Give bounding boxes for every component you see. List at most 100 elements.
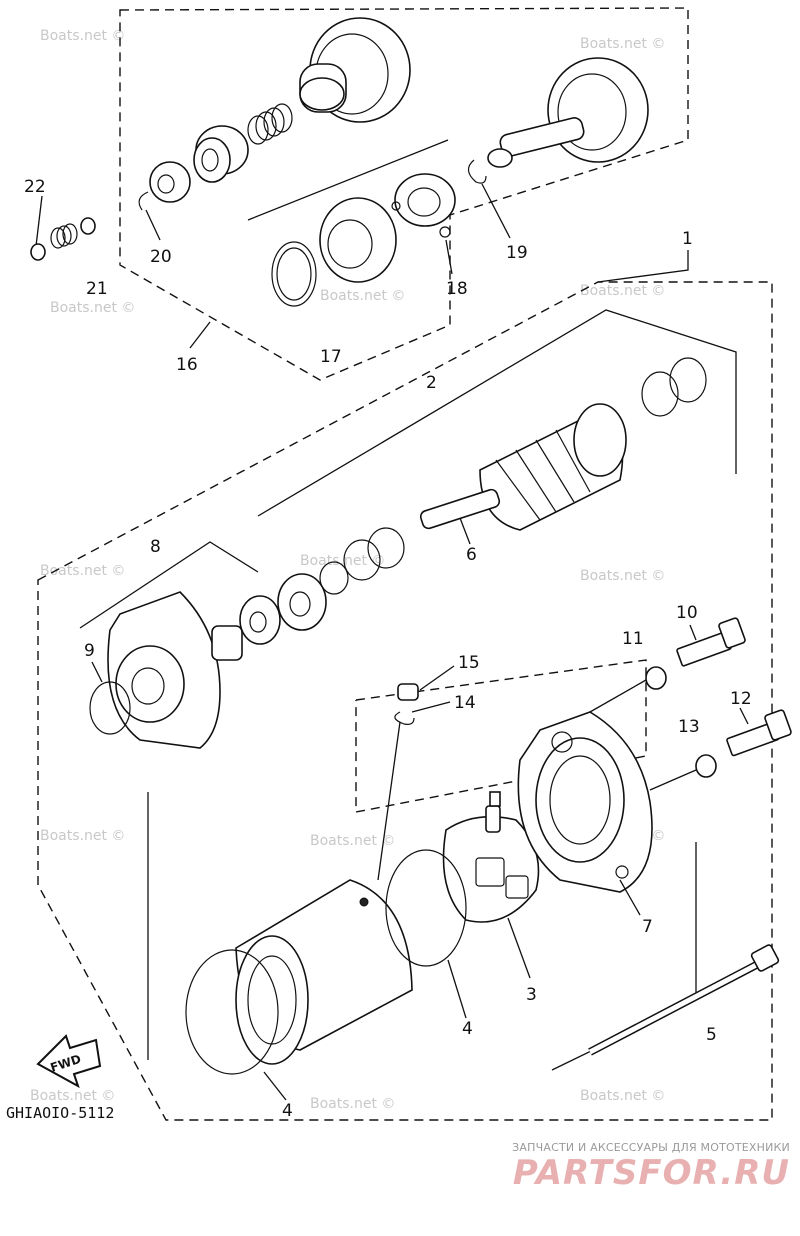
collar: [149, 161, 191, 203]
o-ring-4-front: [185, 949, 279, 1075]
shim-a: [641, 371, 679, 417]
leader-20: [145, 209, 161, 241]
planetary-gear-shaft: [487, 57, 649, 168]
o-ring-4-rear: [385, 849, 467, 967]
callout-17: 17: [320, 347, 342, 367]
bolt-12: [726, 709, 792, 757]
callout-14: 14: [454, 693, 476, 713]
brush-plate-washer: [277, 573, 327, 631]
internal-gear: [319, 197, 397, 283]
shim-b: [669, 357, 707, 403]
yoke: [235, 879, 413, 1065]
spring: [247, 103, 293, 145]
pinion-stopper: [193, 125, 249, 183]
watermark: Boats.net ©: [580, 1088, 665, 1104]
leader-11: [589, 679, 647, 713]
washer-11: [645, 666, 667, 690]
callout-4: 4: [282, 1101, 293, 1121]
callout-21: 21: [86, 279, 108, 299]
watermark: Boats.net ©: [40, 828, 125, 844]
bracket-2: [257, 309, 737, 517]
front-cover: [107, 591, 243, 749]
washer-22a: [30, 243, 46, 261]
fwd-arrow-icon: FWD: [36, 1034, 102, 1089]
leader-12: [739, 707, 749, 725]
leader-4b: [447, 959, 467, 1019]
bracket-1: [597, 250, 689, 283]
callout-7: 7: [642, 917, 653, 937]
watermark: Boats.net ©: [580, 568, 665, 584]
leader-14-label: [411, 701, 451, 713]
shim-d: [343, 539, 381, 581]
pinion-assembly: [299, 17, 411, 123]
watermark: Boats.net ©: [40, 563, 125, 579]
leader-9: [91, 661, 103, 683]
leader-7: [619, 879, 641, 916]
callout-6: 6: [466, 545, 477, 565]
through-bolt: [588, 944, 780, 1056]
rear-cover: [517, 711, 653, 893]
leader-19: [481, 183, 511, 239]
shim-e: [319, 561, 349, 595]
callout-9: 9: [84, 641, 95, 661]
bracket-8: [79, 541, 259, 629]
watermark: Boats.net ©: [50, 300, 135, 316]
leader-14: [377, 721, 401, 881]
circlip-19: [467, 159, 487, 184]
shim-c: [367, 527, 405, 569]
callout-16: 16: [176, 355, 198, 375]
callout-1: 1: [682, 229, 693, 249]
watermark: Boats.net ©: [320, 288, 405, 304]
callout-20: 20: [150, 247, 172, 267]
bracket-17: [247, 139, 449, 221]
leader-3: [507, 917, 531, 979]
callout-4: 4: [462, 1019, 473, 1039]
bolt-10: [676, 617, 746, 667]
leader-15: [419, 665, 455, 691]
brand-logo[interactable]: PARTSFOR.RU: [512, 1153, 790, 1193]
washer-13: [695, 754, 717, 778]
watermark: Boats.net ©: [40, 28, 125, 44]
callout-2: 2: [426, 373, 437, 393]
group-14-15-boundary: [355, 659, 647, 813]
callout-5: 5: [706, 1025, 717, 1045]
brand-tagline: ЗАПЧАСТИ И АКСЕССУАРЫ ДЛЯ МОТОТЕХНИКИ: [512, 1141, 790, 1154]
o-ring-9: [89, 681, 131, 735]
circlip-20: [138, 191, 149, 211]
callout-11: 11: [622, 629, 644, 649]
callout-15: 15: [458, 653, 480, 673]
armature: [419, 403, 627, 531]
clutch-plate-18: [391, 173, 456, 238]
leader-10: [689, 624, 697, 641]
watermark: Boats.net ©: [30, 1088, 115, 1104]
callout-12: 12: [730, 689, 752, 709]
brush-holder: [442, 791, 540, 923]
callout-10: 10: [676, 603, 698, 623]
washer-17: [271, 241, 317, 307]
spring-21: [50, 223, 78, 249]
leader-18: [445, 239, 453, 275]
diagram-code: GHIAOIO-5112: [6, 1104, 114, 1122]
callout-labels: 1 2 3 4 4 5 6 7 8 9 10 11 12 13 14 15 16…: [24, 177, 752, 1121]
watermark: Boats.net ©: [310, 833, 395, 849]
watermark: Boats.net ©: [580, 283, 665, 299]
watermark: Boats.net ©: [310, 1096, 395, 1112]
bearing-washer: [239, 595, 281, 645]
leader-16: [189, 321, 211, 349]
leader-6: [459, 517, 471, 545]
leader-13: [649, 769, 697, 791]
callout-13: 13: [678, 717, 700, 737]
circlip-14: [394, 711, 415, 725]
callout-8: 8: [150, 537, 161, 557]
callout-22: 22: [24, 177, 46, 197]
washer-22b: [80, 217, 96, 235]
callout-19: 19: [506, 243, 528, 263]
nut-15: [397, 683, 419, 701]
leader-4a: [263, 1071, 287, 1101]
bracket-22: [35, 195, 43, 247]
watermark: Boats.net ©: [580, 36, 665, 52]
callout-18: 18: [446, 279, 468, 299]
callout-3: 3: [526, 985, 537, 1005]
watermark: Boats.net ©: [300, 553, 385, 569]
